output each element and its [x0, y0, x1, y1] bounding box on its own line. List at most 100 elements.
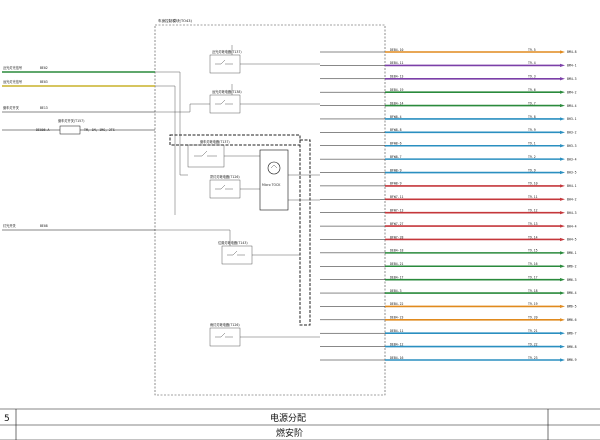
arrow-icon — [560, 90, 565, 94]
wire-terminal: BM6-4 — [567, 291, 577, 295]
arrow-icon — [560, 224, 565, 228]
footer-subtitle: 燃安阶 — [276, 427, 303, 439]
wire-terminal: BM4-4 — [567, 104, 577, 108]
wire-terminal: BM4-3 — [567, 77, 577, 81]
wire-label: DEB4-18 — [390, 249, 404, 253]
wire-code: T9.5 — [528, 48, 536, 52]
wire-label: BFW8-4 — [390, 115, 402, 119]
arrow-icon — [560, 170, 565, 175]
wire-terminal: BH4-2 — [567, 198, 577, 202]
wire-terminal: BH3-2 — [567, 131, 577, 135]
wire-code: T9.22 — [528, 342, 538, 346]
wire-code: T9.11 — [528, 195, 538, 199]
wire-code: T9.19 — [528, 302, 538, 306]
wire-terminal: BM4-2 — [567, 90, 577, 94]
input-code-2: BE13 — [40, 106, 48, 110]
internal-wiring — [155, 45, 320, 338]
wire-code: T9.1 — [528, 142, 536, 146]
wire-terminal: BH3-4 — [567, 157, 577, 161]
wire-code: T9.6 — [528, 88, 536, 92]
relay-label-2: 倒车灯继电器(T137) — [200, 139, 230, 144]
wire-code: T9.9 — [528, 168, 536, 172]
wire-label: DEB4-13 — [390, 75, 404, 79]
wire-terminal: BH4-3 — [567, 211, 577, 215]
input-label-2: 倒车灯开关 — [3, 105, 20, 110]
arrow-icon — [560, 291, 565, 295]
footer-title: 电源分配 — [270, 412, 306, 424]
wire-code: T9.13 — [528, 222, 538, 226]
arrow-icon — [560, 331, 565, 335]
internal-bus-vertical — [299, 139, 311, 326]
relay-label-1: 远光灯继电器(T138) — [212, 89, 242, 94]
input-label-1: 远光灯光信号 — [3, 79, 22, 84]
wire-label: DEB4-14 — [390, 101, 404, 105]
wire-terminal: BM6-9 — [567, 358, 577, 362]
arrow-icon — [560, 50, 565, 54]
reverse-switch-box — [59, 125, 81, 135]
wire-terminal: BH4-4 — [567, 224, 577, 228]
wire-label: BFW8-6 — [390, 142, 402, 146]
wire-code: T9.12 — [528, 208, 538, 212]
wire-terminal: BH4-1 — [567, 184, 577, 188]
mcu-box — [259, 149, 289, 211]
wire-label: BFW7-11 — [390, 195, 404, 199]
wire-label: DEB4-16 — [390, 356, 404, 360]
wire-code: T9.7 — [528, 101, 536, 105]
wire-terminal: BM4-1 — [567, 64, 577, 68]
arrow-icon — [560, 251, 565, 255]
wire-terminal: BM6-2 — [567, 264, 577, 268]
wire-code: T9.8 — [528, 115, 536, 119]
arrow-icon — [560, 304, 565, 309]
wire-label: BFW7-13 — [390, 208, 404, 212]
wire-label: DEB4-21 — [390, 262, 404, 266]
arrow-icon — [560, 77, 565, 81]
relay-group: 近光灯继电器(T137) 远光灯继电器(T138) 倒车灯继电器(T137) 雾… — [187, 49, 253, 347]
wire-code: T9.4 — [528, 61, 536, 65]
wire-code: T9.21 — [528, 329, 538, 333]
arrow-icon — [560, 237, 565, 242]
wire-terminal: BH3-5 — [567, 171, 577, 175]
wire-label: BFW8-7 — [390, 155, 402, 159]
mcu-label: Micro TOCK — [262, 183, 281, 187]
wire-label: DEB4-10 — [390, 48, 404, 52]
wire-label: DEB4-11 — [390, 329, 404, 333]
reverse-switch-code: DE006-A — [36, 128, 50, 132]
arrow-icon — [560, 117, 565, 121]
wire-label: DEB4-12 — [390, 342, 404, 346]
input-code-1: BE03 — [40, 80, 48, 84]
wire-terminal: BM6-3 — [567, 278, 577, 282]
wire-label: BFW7-27 — [390, 222, 404, 226]
wire-label: BFW8-8 — [390, 128, 402, 132]
arrow-icon — [560, 157, 565, 161]
arrow-icon — [560, 103, 565, 108]
wire-code: T9.10 — [528, 182, 538, 186]
wire-code: T9.14 — [528, 235, 538, 239]
wire-label: DEB4-3 — [390, 289, 402, 293]
arrow-icon — [560, 211, 565, 215]
wire-terminal: BM6-8 — [567, 345, 577, 349]
footer-left-mark: 5 — [4, 414, 10, 424]
wire-label: BFW8-9 — [390, 168, 402, 172]
wire-code: T9.17 — [528, 275, 538, 279]
wire-label: DEB4-23 — [390, 316, 404, 320]
wire-terminal: BM4-8 — [567, 50, 577, 54]
wire-terminal: BM6-6 — [567, 318, 577, 322]
arrow-icon — [560, 345, 565, 349]
wire-label: DEB4-19 — [390, 88, 404, 92]
reverse-switch-label: 倒车灯开关(T157) — [58, 118, 84, 123]
arrow-icon — [560, 197, 565, 201]
